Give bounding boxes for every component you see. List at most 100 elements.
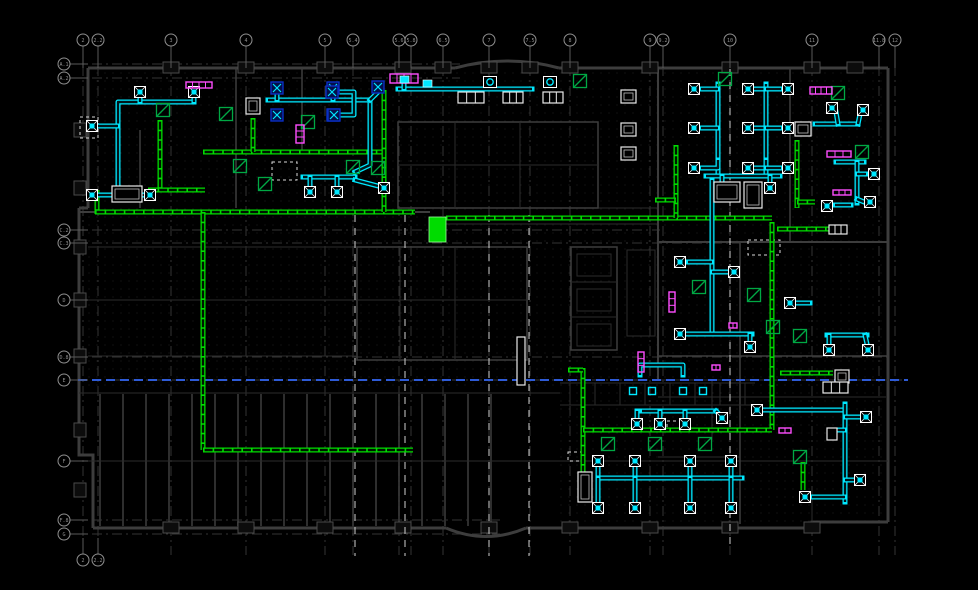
equipment-box[interactable] [542,91,564,104]
linear-grille-magenta[interactable] [809,86,833,95]
diffuser-ceiling[interactable] [864,196,876,208]
diffuser-ceiling[interactable] [674,256,686,268]
diffuser-ceiling[interactable] [654,418,666,430]
diffuser-ceiling[interactable] [86,120,98,132]
equipment-box[interactable] [828,224,848,235]
equipment-box[interactable] [457,91,485,104]
fire-damper[interactable] [765,319,781,335]
diffuser-ceiling[interactable] [688,122,700,134]
diffuser-round[interactable] [483,76,497,88]
fire-damper[interactable] [257,176,273,192]
fire-damper[interactable] [155,102,171,118]
diffuser-navy[interactable] [270,108,284,122]
linear-grille-magenta[interactable] [728,322,738,329]
fire-damper[interactable] [370,160,386,176]
diffuser-ceiling[interactable] [784,297,796,309]
linear-grille-magenta[interactable] [185,81,213,89]
diffuser-ceiling[interactable] [799,491,811,503]
fire-damper[interactable] [691,279,707,295]
diffuser-ceiling[interactable] [684,455,696,467]
duct-fitting-cyan[interactable] [399,75,410,84]
diffuser-ceiling[interactable] [860,411,872,423]
diffuser-ceiling[interactable] [86,189,98,201]
diffuser-small[interactable] [628,386,638,396]
diffuser-ceiling[interactable] [782,83,794,95]
diffuser-ceiling[interactable] [862,344,874,356]
diffuser-small[interactable] [698,386,708,396]
fire-damper[interactable] [697,436,713,452]
diffuser-ceiling[interactable] [782,122,794,134]
diffuser-ceiling[interactable] [679,418,691,430]
diffuser-ceiling[interactable] [688,83,700,95]
diffuser-ceiling[interactable] [688,162,700,174]
diffuser-ceiling[interactable] [826,102,838,114]
diffuser-navy[interactable] [325,85,339,99]
diffuser-ceiling[interactable] [631,418,643,430]
diffuser-ceiling[interactable] [764,182,776,194]
equipment-box[interactable] [620,122,637,137]
diffuser-navy[interactable] [371,80,385,94]
fire-damper[interactable] [345,159,361,175]
linear-grille-magenta[interactable] [668,291,676,313]
diffuser-ceiling[interactable] [144,189,156,201]
diffuser-ceiling[interactable] [742,122,754,134]
linear-grille-magenta[interactable] [711,364,721,371]
fire-damper[interactable] [792,449,808,465]
diffuser-ceiling[interactable] [629,455,641,467]
diffuser-ceiling[interactable] [742,162,754,174]
diffuser-ceiling[interactable] [134,86,146,98]
equipment-box[interactable] [834,369,850,384]
fire-damper[interactable] [854,144,870,160]
diffuser-ceiling[interactable] [854,474,866,486]
diffuser-ceiling[interactable] [629,502,641,514]
diffuser-navy[interactable] [327,108,341,122]
diffuser-ceiling[interactable] [725,455,737,467]
fire-damper[interactable] [572,73,588,89]
diffuser-ceiling[interactable] [725,502,737,514]
diffuser-ceiling[interactable] [857,104,869,116]
equipment-box[interactable] [713,181,741,203]
linear-grille-magenta[interactable] [637,351,645,373]
duct-layer-supply-green[interactable] [94,90,845,490]
ahu-unit-green[interactable] [428,216,447,243]
air-device-symbol-layer[interactable] [86,71,880,514]
equipment-box[interactable] [516,336,526,386]
equipment-box[interactable] [794,121,812,137]
linear-grille-magenta[interactable] [295,124,305,144]
diffuser-ceiling[interactable] [592,502,604,514]
fire-damper[interactable] [218,106,234,122]
equipment-box[interactable] [822,381,849,394]
diffuser-ceiling[interactable] [378,182,390,194]
fire-damper[interactable] [717,71,733,87]
diffuser-small[interactable] [678,386,688,396]
diffuser-ceiling[interactable] [742,83,754,95]
equipment-box[interactable] [577,471,593,503]
equipment-box[interactable] [111,185,143,203]
equipment-box[interactable] [620,89,637,104]
diffuser-ceiling[interactable] [716,412,728,424]
diffuser-ceiling[interactable] [684,502,696,514]
equipment-box[interactable] [826,427,838,441]
fire-damper[interactable] [746,287,762,303]
diffuser-ceiling[interactable] [331,186,343,198]
diffuser-ceiling[interactable] [674,328,686,340]
diffuser-ceiling[interactable] [728,266,740,278]
diffuser-ceiling[interactable] [751,404,763,416]
equipment-box[interactable] [743,181,763,209]
equipment-box[interactable] [620,146,637,161]
linear-grille-magenta[interactable] [778,427,792,434]
diffuser-ceiling[interactable] [782,162,794,174]
equipment-box[interactable] [245,97,261,115]
fire-damper[interactable] [647,436,663,452]
diffuser-navy[interactable] [270,81,284,95]
equipment-box[interactable] [502,91,524,104]
fire-damper[interactable] [232,158,248,174]
fire-damper[interactable] [792,328,808,344]
diffuser-ceiling[interactable] [868,168,880,180]
duct-fitting-cyan[interactable] [422,79,433,88]
diffuser-ceiling[interactable] [304,186,316,198]
diffuser-ceiling[interactable] [823,344,835,356]
diffuser-ceiling[interactable] [592,455,604,467]
